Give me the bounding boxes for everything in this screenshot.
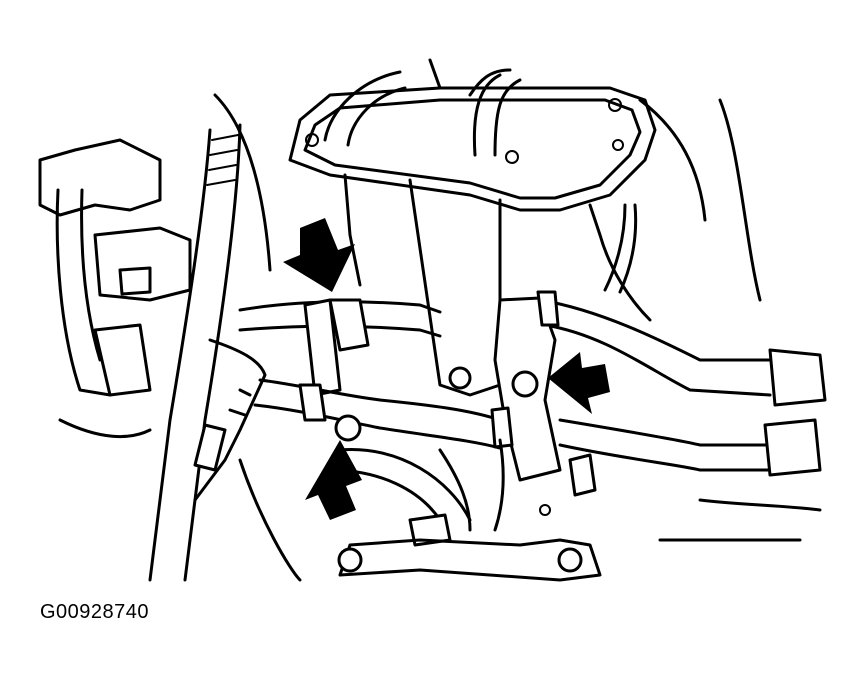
housing-cover xyxy=(288,58,657,212)
sensor-wire xyxy=(193,338,267,502)
callout-arrow-up-icon xyxy=(305,440,362,520)
left-bracket xyxy=(38,138,192,397)
callout-arrow-down-icon xyxy=(283,218,355,292)
right-hoses xyxy=(538,203,827,477)
callout-arrow-left-icon xyxy=(548,352,610,414)
figure-code: G00928740 xyxy=(40,601,150,623)
background-contours xyxy=(58,98,822,582)
center-hose-clamp-assembly xyxy=(238,290,562,482)
lower-outlet-pipe xyxy=(328,438,602,582)
engine-component-line-drawing xyxy=(38,58,827,582)
vertical-hose xyxy=(148,93,272,582)
